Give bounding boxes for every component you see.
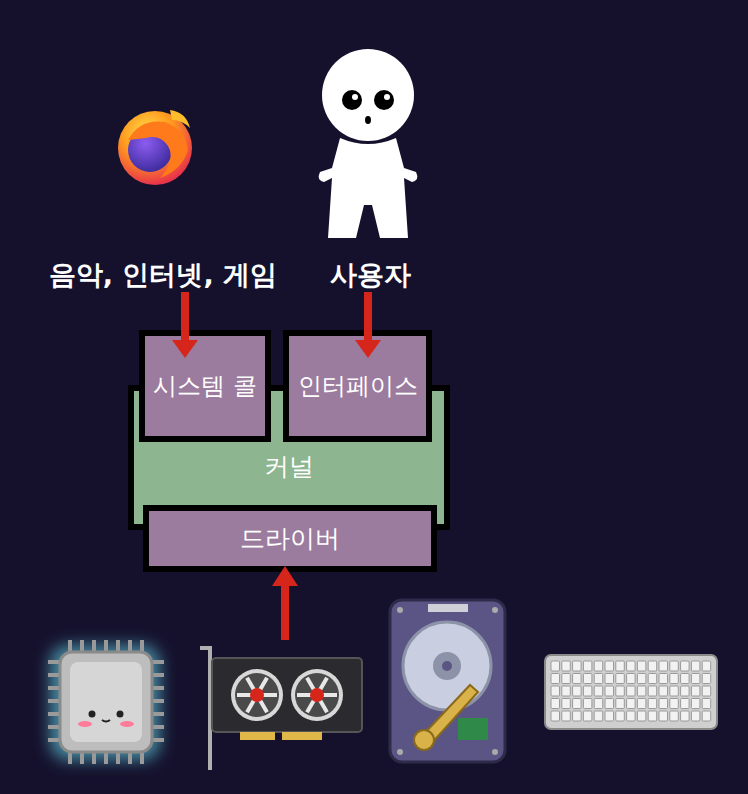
hard-disk [390,600,505,762]
user-label: 사용자 [330,257,411,293]
process-box: 드라이버 [143,505,437,572]
process-box: 인터페이스 [283,330,432,442]
request-arrow [172,292,198,358]
request-arrow [355,292,381,358]
process-box: 시스템 콜 [139,330,271,442]
kernel-band: 커널시스템 콜인터페이스드라이버 [128,385,450,530]
box-label: 인터페이스 [298,371,418,401]
apps-label: 음악, 인터넷, 게임 [49,257,277,293]
kernel-label: 커널 [134,451,444,482]
browser-icon [118,110,192,185]
hardware-arrow [272,566,298,640]
graphics-card [200,648,362,770]
box-label: 시스템 콜 [153,371,257,401]
cpu-chip [48,640,164,764]
user-figure [319,49,418,238]
keyboard [545,655,717,729]
box-label: 드라이버 [240,523,340,554]
